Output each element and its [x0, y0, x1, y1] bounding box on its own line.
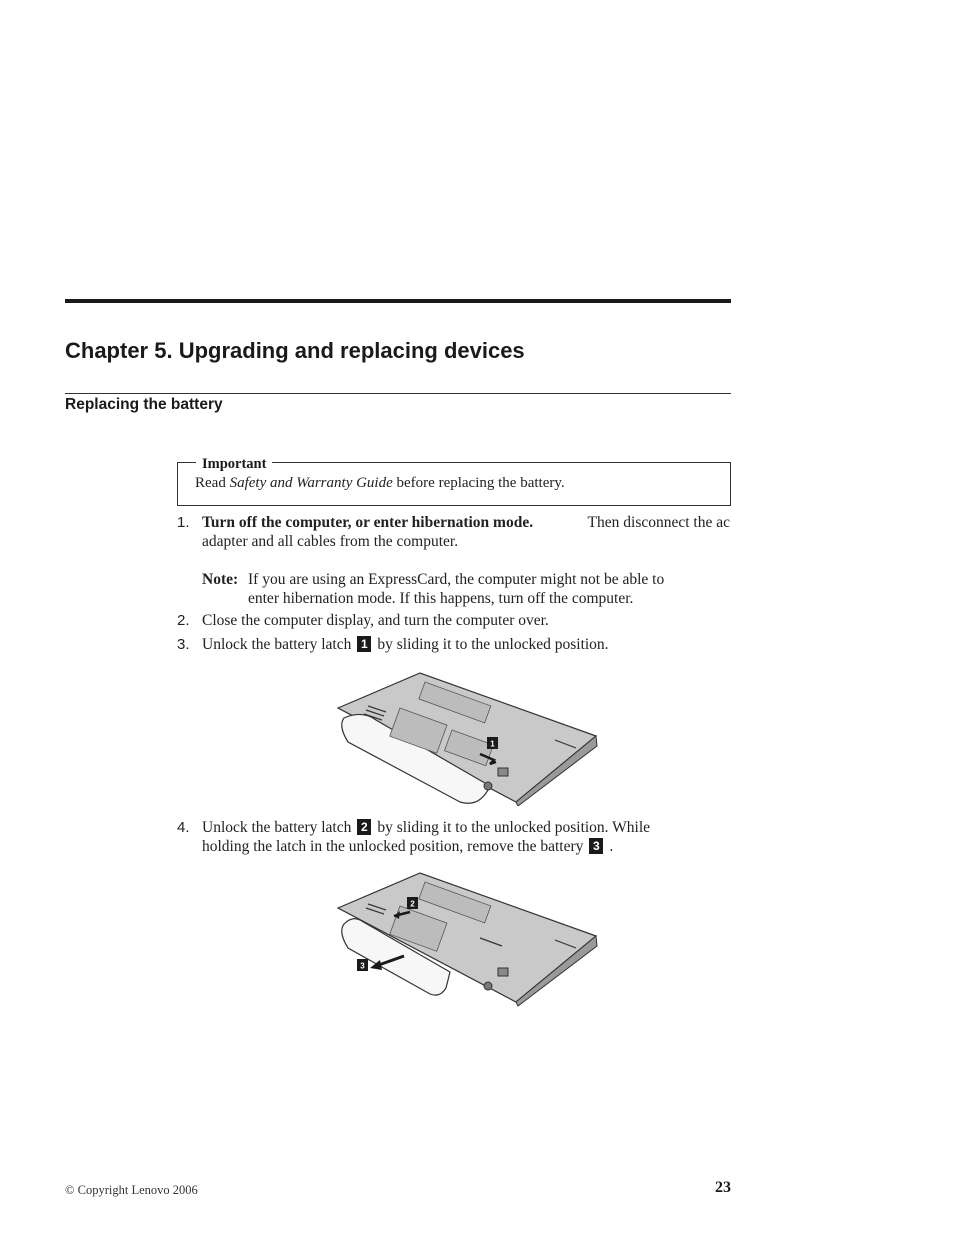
memory-cover	[418, 881, 492, 924]
figure-laptop-latch-1: 1	[336, 672, 598, 806]
page-number: 23	[715, 1179, 731, 1196]
step-1-number: 1.	[177, 514, 190, 531]
battery-arrowhead	[370, 960, 382, 970]
vent-slots	[365, 903, 577, 949]
figure-callout-2-label: 2	[410, 900, 415, 909]
figure-callout-3	[357, 959, 368, 971]
callout-badge-3: 3	[589, 838, 604, 854]
step-4-text: Unlock the battery latch 2 by sliding it t…	[202, 818, 730, 856]
port-rect	[497, 967, 509, 977]
callout-badge-2: 2	[357, 819, 372, 835]
section-title: Replacing the battery	[65, 396, 223, 413]
step-1-text: Turn off the computer, or enter hibernat…	[202, 513, 730, 551]
hdd-cover	[389, 905, 448, 952]
figure-callout-1	[487, 737, 498, 749]
step-3-text: Unlock the battery latch 1 by sliding it t…	[202, 635, 609, 654]
hdd-cover	[389, 707, 448, 754]
chapter-rule	[65, 299, 731, 303]
step-3-before: Unlock the battery latch	[202, 636, 352, 653]
step-2-number: 2.	[177, 612, 190, 629]
step-1-bold: Turn off the computer, or enter hibernat…	[202, 514, 534, 531]
note-label: Note:	[202, 571, 239, 588]
port-rect	[497, 767, 509, 777]
step-4-before: Unlock the battery latch	[202, 819, 352, 836]
step-3-number: 3.	[177, 636, 190, 653]
laptop-edge	[515, 935, 598, 1007]
figure-callout-2	[407, 897, 418, 909]
port-circle	[483, 981, 493, 991]
step-4-number: 4.	[177, 819, 190, 836]
important-label: Important	[196, 456, 273, 473]
vent-slots	[363, 705, 577, 749]
step-4-after: by sliding it to the unlocked position. …	[377, 819, 651, 836]
laptop-edge	[515, 735, 598, 806]
step-4-line2-after: .	[609, 838, 614, 855]
battery-pack-removed	[341, 918, 451, 996]
figure-callout-1-label: 1	[490, 740, 495, 749]
latch-area	[443, 729, 494, 767]
figure-callout-3-label: 3	[360, 962, 365, 971]
step-2-text: Close the computer display, and turn the…	[202, 612, 549, 629]
chapter-title: Chapter 5. Upgrading and replacing devic…	[65, 338, 525, 363]
callout-badge-1: 1	[357, 636, 372, 652]
important-box	[177, 462, 731, 506]
note-line2: enter hibernation mode. If this happens,…	[248, 590, 634, 607]
important-guide-title: Safety and Warranty Guide	[229, 475, 393, 491]
step-1-line2: adapter and all cables from the computer…	[202, 533, 459, 550]
slide-arrow	[479, 752, 497, 766]
note-text: If you are using an ExpressCard, the com…	[248, 570, 726, 608]
latch-arrowhead	[394, 911, 400, 919]
port-circle	[483, 781, 493, 791]
memory-cover	[418, 681, 492, 724]
step-4-line2-before: holding the latch in the unlocked positi…	[202, 838, 584, 855]
important-text: Read Safety and Warranty Guide before re…	[195, 475, 565, 492]
battery-pack	[341, 713, 491, 804]
important-read: Read	[195, 475, 226, 491]
figure-battery-removal: 2 3	[336, 872, 598, 1007]
note-line1: If you are using an ExpressCard, the com…	[248, 571, 665, 588]
section-rule	[65, 393, 731, 394]
step-1-rest: Then disconnect the ac	[587, 514, 730, 531]
step-3-after: by sliding it to the unlocked position.	[377, 636, 609, 653]
footer-copyright: © Copyright Lenovo 2006	[65, 1183, 198, 1197]
important-rest: before replacing the battery.	[396, 475, 565, 491]
